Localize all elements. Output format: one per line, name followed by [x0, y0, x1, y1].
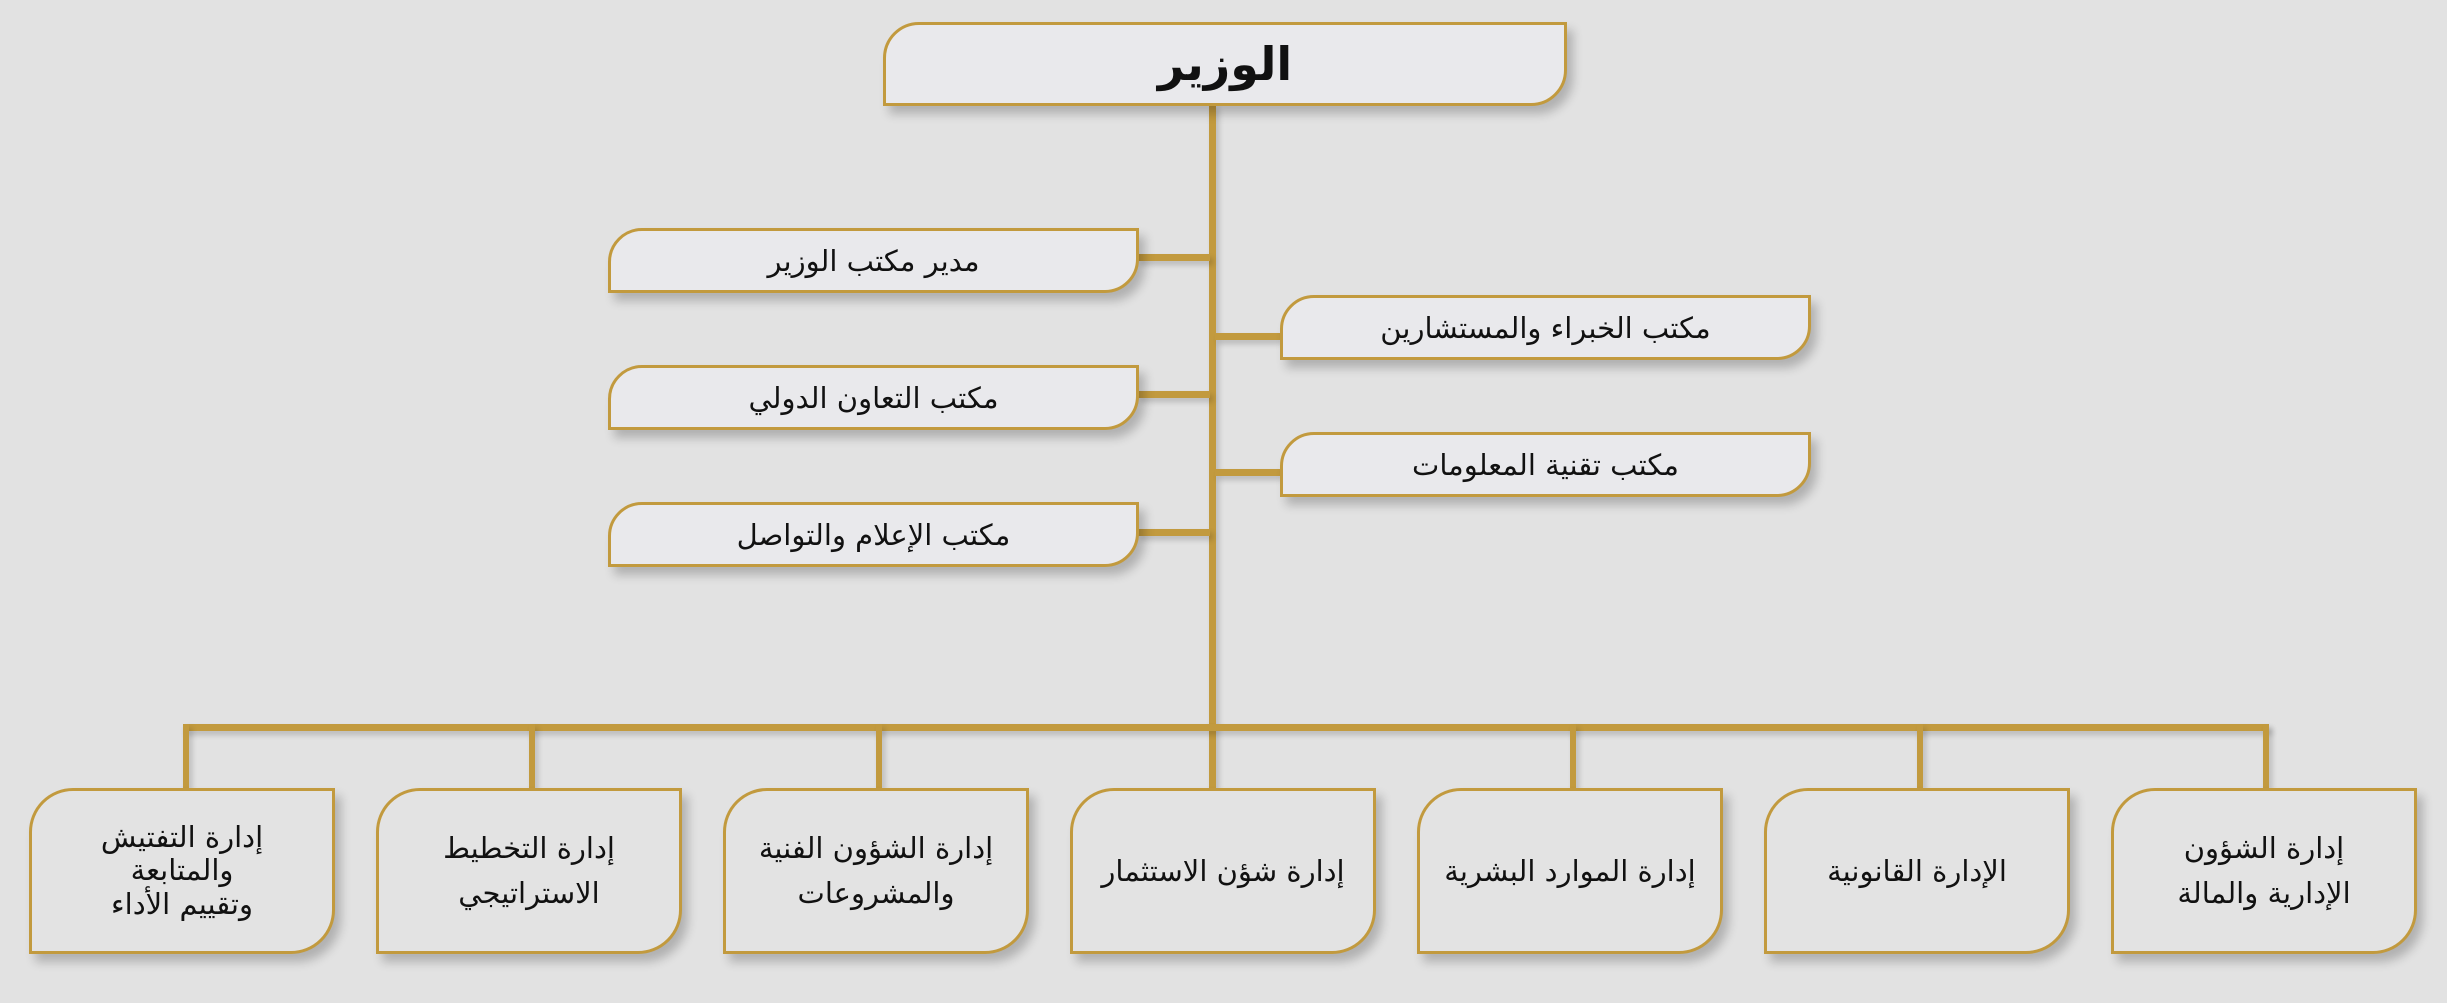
office-label: مكتب تقنية المعلومات	[1412, 447, 1679, 482]
department-label: إدارة شؤن الاستثمار	[1101, 853, 1345, 888]
connector-right-2	[1215, 469, 1281, 476]
dept-technical-projects[interactable]: إدارة الشؤون الفنية والمشروعات	[723, 788, 1029, 954]
office-label: مكتب الخبراء والمستشارين	[1380, 310, 1711, 345]
department-label: إدارة الشؤون الفنية والمشروعات	[758, 831, 994, 910]
office-international-cooperation[interactable]: مكتب التعاون الدولي	[608, 365, 1139, 430]
department-label: الإدارة القانونية	[1827, 853, 2007, 888]
minister-node[interactable]: الوزير	[883, 22, 1567, 106]
dept-strategic-planning[interactable]: إدارة التخطيط الاستراتيجي	[376, 788, 682, 954]
drop-line-5	[876, 724, 882, 788]
office-label: مكتب الإعلام والتواصل	[736, 517, 1011, 552]
office-media-communication[interactable]: مكتب الإعلام والتواصل	[608, 502, 1139, 567]
drop-line-3	[1570, 724, 1576, 788]
connector-left-3	[1137, 529, 1210, 536]
department-label: إدارة الموارد البشرية	[1444, 853, 1696, 888]
department-label: إدارة التفتيش والمتابعة وتقييم الأداء	[100, 819, 264, 921]
connector-right-1	[1215, 333, 1281, 340]
dept-legal[interactable]: الإدارة القانونية	[1764, 788, 2070, 954]
minister-label: الوزير	[1157, 37, 1293, 91]
office-experts-advisors[interactable]: مكتب الخبراء والمستشارين	[1280, 295, 1811, 360]
drop-line-6	[529, 724, 535, 788]
dept-investment-affairs[interactable]: إدارة شؤن الاستثمار	[1070, 788, 1376, 954]
department-bus-line	[183, 724, 2269, 731]
office-minister-director[interactable]: مدير مكتب الوزير	[608, 228, 1139, 293]
drop-line-1	[2263, 724, 2269, 788]
dept-inspection-performance[interactable]: إدارة التفتيش والمتابعة وتقييم الأداء	[29, 788, 335, 954]
connector-left-1	[1137, 254, 1210, 261]
dept-admin-finance[interactable]: إدارة الشؤون الإدارية والمالة	[2111, 788, 2417, 954]
department-label: إدارة الشؤون الإدارية والمالة	[2177, 831, 2351, 910]
office-information-technology[interactable]: مكتب تقنية المعلومات	[1280, 432, 1811, 497]
drop-line-7	[183, 724, 189, 788]
connector-left-2	[1137, 391, 1210, 398]
office-label: مكتب التعاون الدولي	[748, 380, 999, 415]
department-label: إدارة التخطيط الاستراتيجي	[443, 831, 615, 910]
drop-line-2	[1917, 724, 1923, 788]
office-label: مدير مكتب الوزير	[767, 243, 980, 278]
dept-human-resources[interactable]: إدارة الموارد البشرية	[1417, 788, 1723, 954]
main-trunk-line	[1209, 104, 1216, 788]
